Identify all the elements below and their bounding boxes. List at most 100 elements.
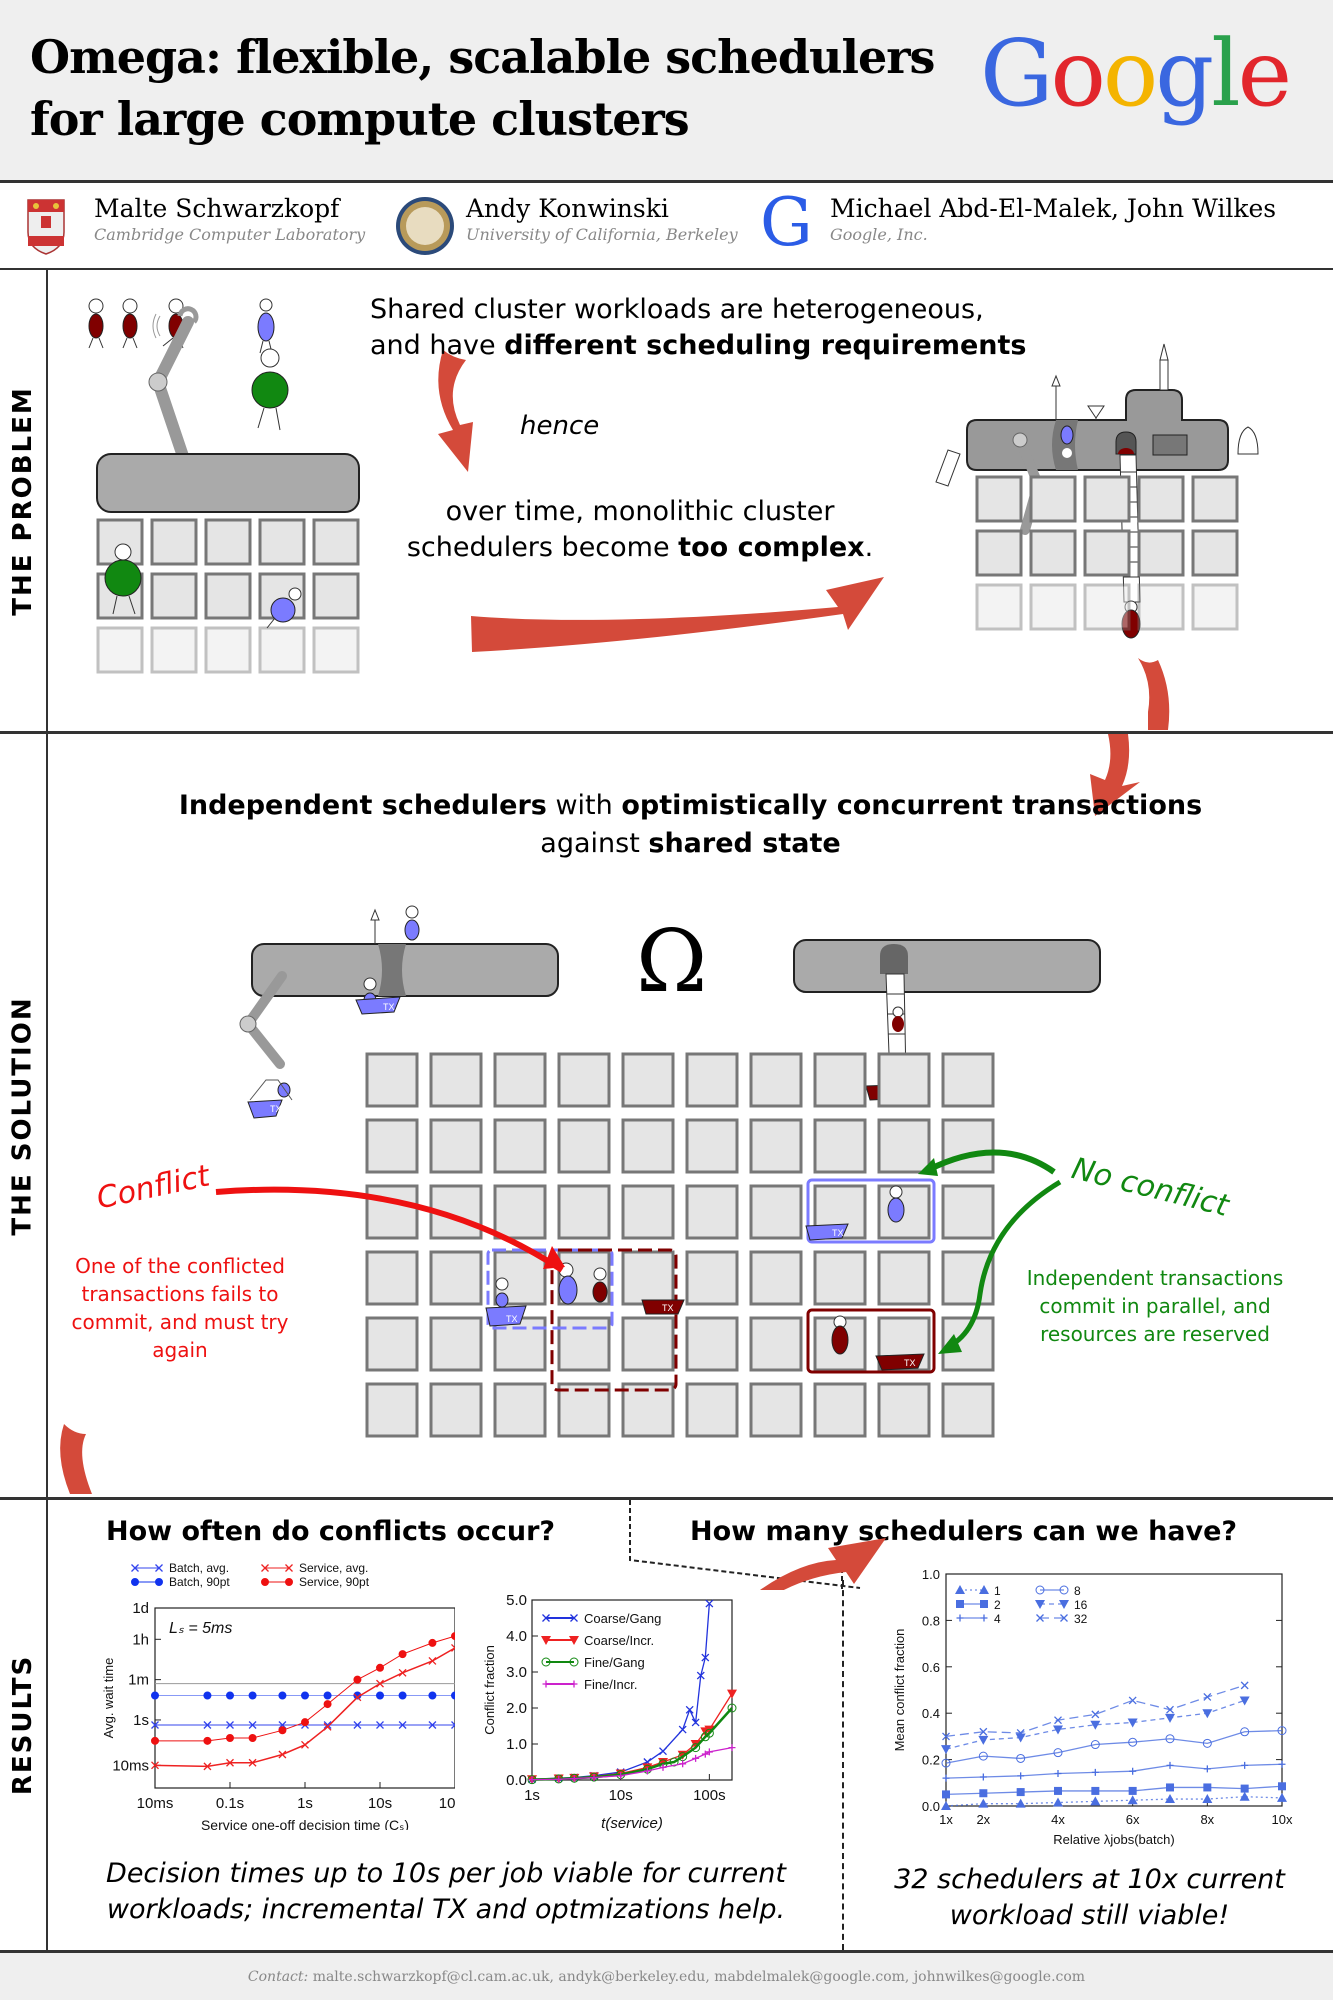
data-point: [1016, 1728, 1025, 1737]
section-divider-problem: [0, 731, 1333, 734]
machine-cell: [941, 1118, 995, 1174]
machine-cell: [685, 1316, 739, 1372]
legend-marker: [131, 1564, 139, 1572]
legend-marker: [131, 1578, 139, 1586]
data-point: [1165, 1734, 1175, 1744]
google-g-icon: G: [760, 184, 813, 261]
data-point: [1127, 1718, 1138, 1728]
legend-marker: [541, 1636, 551, 1645]
data-point: [1165, 1713, 1175, 1723]
data-point: [727, 1703, 737, 1713]
section-label-problem: THE PROBLEM: [8, 385, 39, 616]
x-axis-label: Relative λjobs(batch): [1053, 1832, 1174, 1847]
y-tick-label: 1d: [132, 1600, 149, 1617]
author-1: Malte Schwarzkopf Cambridge Computer Lab…: [26, 194, 365, 255]
data-point: [659, 1763, 667, 1771]
data-point: [398, 1668, 407, 1677]
y-axis-label: Mean conflict fraction: [892, 1629, 907, 1752]
machine-cell: [877, 1052, 931, 1108]
complex-scheduler-illustration: [935, 343, 1259, 639]
machine-cell: [749, 1250, 803, 1306]
poster-title: Omega: flexible, scalable schedulers for…: [30, 26, 935, 150]
legend-marker: [285, 1578, 293, 1586]
legend-marker: [261, 1578, 269, 1586]
data-point: [301, 1718, 309, 1727]
plot-frame: [945, 1573, 1283, 1807]
author-affiliation: University of California, Berkeley: [466, 225, 738, 244]
machine-cell: [429, 1316, 483, 1372]
machine-cell: [258, 626, 306, 674]
data-point: [1166, 1783, 1174, 1792]
legend-marker: [570, 1680, 578, 1688]
text-line: One of the conflicted: [75, 1254, 285, 1278]
service-scheduler-box: [793, 939, 1101, 993]
data-point: [1203, 1783, 1212, 1792]
data-point: [301, 1740, 309, 1749]
data-point: [590, 1773, 598, 1781]
data-point: [451, 1643, 455, 1652]
data-point: [690, 1740, 701, 1749]
machine-cell: [150, 518, 198, 566]
machine-cell: [975, 475, 1023, 523]
data-point: [1239, 1791, 1250, 1801]
results-connector: [629, 1500, 886, 1590]
tx-boat-batch: TX: [355, 977, 401, 1015]
problem-line-3: over time, monolithic cluster: [445, 496, 835, 527]
title-line-2: for large compute clusters: [30, 92, 690, 146]
green-task-on-machine: [104, 543, 142, 615]
series-line: [531, 1693, 733, 1780]
data-point: [1091, 1768, 1099, 1776]
data-point: [323, 1700, 332, 1709]
data-point: [398, 1721, 407, 1729]
data-point: [1054, 1770, 1062, 1778]
x-axis-label: Service one-off decision time (Cₛ): [201, 1817, 409, 1830]
service-task-figures: [88, 298, 184, 349]
data-point: [1166, 1705, 1174, 1714]
series-line: [154, 1647, 455, 1768]
data-point: [704, 1728, 714, 1738]
machine-cell: [877, 1382, 931, 1438]
data-point: [555, 1775, 563, 1783]
results-divider: [842, 1580, 844, 1950]
legend-label: 8: [1074, 1584, 1081, 1598]
machine-cell: [621, 1184, 675, 1240]
data-point: [1015, 1798, 1026, 1808]
data-point: [704, 1725, 715, 1735]
data-point: [278, 1691, 287, 1700]
series-line: [531, 1707, 733, 1781]
data-point: [1054, 1716, 1062, 1725]
data-point: [248, 1721, 257, 1729]
text-line: commit in parallel, and: [1039, 1294, 1271, 1318]
machine-cell: [204, 518, 252, 566]
section-divider-solution: [0, 1497, 1333, 1500]
text-line: transactions fails to: [81, 1282, 279, 1306]
data-point: [1129, 1767, 1137, 1775]
series-line: [945, 1796, 1283, 1807]
legend-label: Service, 90pt: [299, 1575, 370, 1589]
big-green-task-figure: [251, 348, 289, 431]
y-tick-label: 2.0: [506, 1700, 527, 1717]
legend-marker: [155, 1578, 163, 1586]
google-logo-letter: o: [1050, 20, 1106, 127]
data-point: [376, 1663, 384, 1672]
legend-marker: [980, 1600, 988, 1608]
x-tick-label: 0.1s: [216, 1795, 244, 1812]
google-logo-letter: g: [1155, 20, 1214, 127]
y-tick-label: 0.0: [506, 1772, 527, 1789]
machine-cell: [365, 1184, 419, 1240]
svg-text:TX: TX: [904, 1358, 916, 1368]
data-point: [151, 1691, 159, 1700]
x-tick-label: 4x: [1051, 1812, 1065, 1827]
text-line: workload still viable!: [949, 1900, 1230, 1931]
service-tx-claim-ok: [806, 1308, 936, 1374]
data-point: [226, 1758, 234, 1767]
data-point: [323, 1721, 332, 1729]
data-point: [979, 1789, 988, 1798]
contact-emails: malte.schwarzkopf@cl.cam.ac.uk, andyk@be…: [312, 1969, 1086, 1985]
legend-label: Batch, 90pt: [169, 1575, 230, 1589]
data-point: [1239, 1696, 1250, 1706]
series-line: [945, 1684, 1245, 1738]
